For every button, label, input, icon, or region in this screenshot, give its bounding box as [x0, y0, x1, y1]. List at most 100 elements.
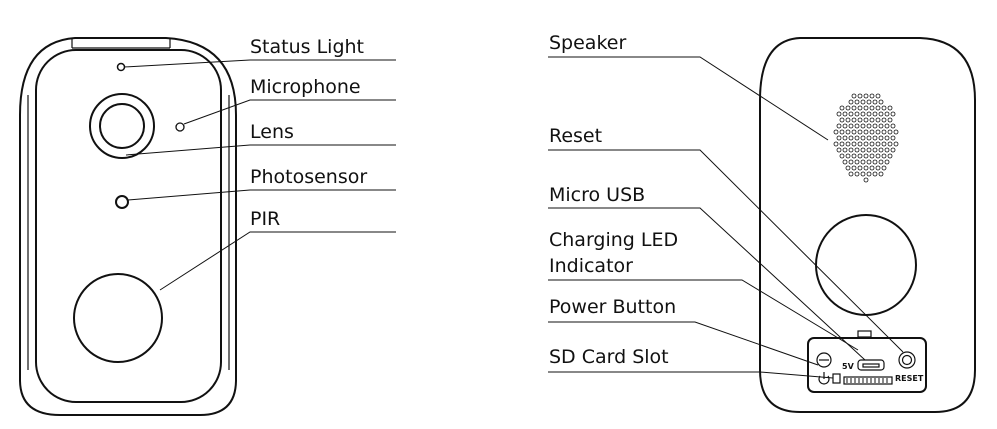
speaker-hole — [848, 111, 854, 117]
label-status-light: Status Light — [250, 36, 364, 58]
speaker-hole — [860, 123, 866, 129]
label-micro-usb: Micro USB — [549, 184, 645, 206]
speaker-hole — [866, 123, 872, 129]
speaker-hole — [842, 147, 848, 153]
label-power-button: Power Button — [549, 296, 676, 318]
speaker-hole — [854, 111, 860, 117]
speaker-hole — [845, 129, 851, 135]
speaker-hole — [872, 171, 878, 177]
speaker-hole — [878, 123, 884, 129]
speaker-hole — [869, 93, 875, 99]
speaker-hole — [857, 117, 863, 123]
label-charging-led-line1: Charging LED — [549, 229, 678, 251]
lens-inner — [99, 103, 145, 149]
speaker-hole — [839, 129, 845, 135]
speaker-hole — [881, 129, 887, 135]
speaker-hole — [878, 171, 884, 177]
speaker-hole — [869, 117, 875, 123]
speaker-hole — [839, 105, 845, 111]
speaker-hole — [845, 141, 851, 147]
label-microphone: Microphone — [250, 76, 361, 98]
label-charging-led-line2: Indicator — [549, 255, 633, 277]
label-sd-card-slot: SD Card Slot — [549, 346, 669, 368]
leader-lens — [125, 144, 396, 156]
reset-button — [898, 351, 916, 369]
power-button — [816, 352, 832, 368]
power-icon — [818, 372, 830, 385]
photosensor — [115, 195, 129, 209]
back-mount-circle — [815, 214, 917, 316]
speaker-hole — [833, 141, 839, 147]
reset-marking: RESET — [895, 374, 924, 383]
speaker-hole — [863, 177, 869, 183]
speaker-hole — [857, 153, 863, 159]
speaker-hole — [863, 105, 869, 111]
usb-marking: 5V — [842, 362, 855, 371]
speaker-hole — [845, 153, 851, 159]
speaker-hole — [857, 105, 863, 111]
speaker-hole — [851, 153, 857, 159]
speaker-hole — [884, 123, 890, 129]
speaker-hole — [887, 129, 893, 135]
speaker-hole — [884, 159, 890, 165]
speaker-hole — [848, 135, 854, 141]
speaker-hole — [875, 129, 881, 135]
speaker-hole — [848, 99, 854, 105]
leader-status-light — [123, 59, 396, 68]
speaker-hole — [875, 105, 881, 111]
speaker-hole — [866, 171, 872, 177]
reset-pin — [901, 354, 913, 366]
speaker-hole — [854, 159, 860, 165]
speaker-hole — [881, 153, 887, 159]
speaker-hole — [875, 141, 881, 147]
micro-usb-port — [857, 359, 885, 371]
speaker-hole — [854, 171, 860, 177]
charging-led-window — [857, 330, 872, 338]
speaker-hole — [857, 93, 863, 99]
speaker-hole — [851, 165, 857, 171]
speaker-hole — [878, 99, 884, 105]
speaker-hole — [875, 165, 881, 171]
speaker-hole — [836, 123, 842, 129]
speaker-hole — [881, 141, 887, 147]
speaker-hole — [839, 153, 845, 159]
speaker-grille — [833, 93, 899, 183]
speaker-hole — [872, 159, 878, 165]
speaker-hole — [869, 153, 875, 159]
speaker-hole — [863, 153, 869, 159]
speaker-hole — [848, 171, 854, 177]
leader-charging-led — [548, 279, 859, 351]
sd-card-teeth — [846, 378, 888, 383]
speaker-hole — [848, 123, 854, 129]
port-panel — [807, 337, 927, 393]
microphone-hole — [175, 122, 185, 132]
leader-sd-card — [548, 371, 834, 379]
speaker-hole — [878, 147, 884, 153]
speaker-hole — [860, 111, 866, 117]
leader-power-button — [548, 321, 819, 366]
speaker-hole — [860, 159, 866, 165]
speaker-hole — [854, 99, 860, 105]
speaker-hole — [839, 117, 845, 123]
speaker-hole — [845, 105, 851, 111]
speaker-hole — [863, 93, 869, 99]
speaker-hole — [890, 123, 896, 129]
speaker-hole — [851, 129, 857, 135]
speaker-hole — [854, 147, 860, 153]
leader-pir — [159, 231, 396, 291]
speaker-hole — [851, 141, 857, 147]
front-top-cap — [71, 38, 171, 49]
speaker-hole — [887, 117, 893, 123]
speaker-hole — [860, 135, 866, 141]
speaker-hole — [878, 159, 884, 165]
speaker-hole — [887, 153, 893, 159]
speaker-hole — [866, 111, 872, 117]
speaker-hole — [845, 165, 851, 171]
speaker-hole — [863, 129, 869, 135]
leader-reset — [548, 149, 904, 353]
label-reset: Reset — [549, 125, 602, 147]
back-view: 5V RESET Speaker Reset Micro USB Chargin… — [548, 32, 976, 413]
speaker-hole — [854, 135, 860, 141]
pir-sensor — [73, 273, 163, 363]
